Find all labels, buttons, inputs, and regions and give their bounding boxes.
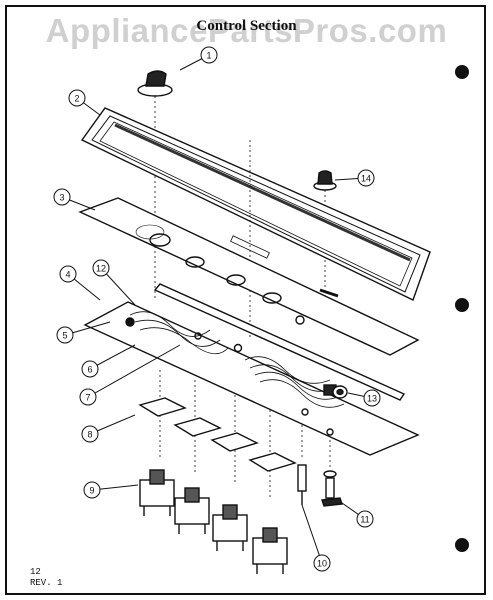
callout-bubble xyxy=(53,188,71,206)
callout-3: 3 xyxy=(53,188,96,211)
indicator-lamp xyxy=(321,470,343,507)
callout-bubble xyxy=(357,169,375,187)
callout-number: 7 xyxy=(85,393,90,403)
callout-4: 4 xyxy=(59,265,101,301)
callout-number: 6 xyxy=(87,365,92,375)
binder-holes xyxy=(455,65,469,552)
callout-bubble xyxy=(92,259,110,277)
callout-bubble xyxy=(68,89,86,107)
callout-12: 12 xyxy=(92,259,136,306)
watermark-text: AppliancePartsPros.com xyxy=(45,12,448,49)
callout-bubble xyxy=(313,554,331,572)
small-knob-part xyxy=(313,170,337,300)
callout-number: 13 xyxy=(367,394,377,404)
callout-bubble xyxy=(81,425,99,443)
overlay-panel xyxy=(78,197,420,356)
callout-bubble xyxy=(356,510,374,528)
callout-number: 2 xyxy=(74,94,79,104)
callout-number: 3 xyxy=(59,193,64,203)
callout-number: 9 xyxy=(89,486,94,496)
callout-number: 10 xyxy=(317,559,327,569)
callout-bubble xyxy=(81,360,99,378)
callout-number: 8 xyxy=(87,430,92,440)
rotary-switches xyxy=(139,469,288,574)
callout-bubble xyxy=(56,326,74,344)
revision-label: REV. 1 xyxy=(30,578,63,588)
connector-part xyxy=(297,464,307,505)
callout-bubble xyxy=(200,46,218,64)
callout-number: 14 xyxy=(361,174,371,184)
callout-number: 1 xyxy=(206,51,211,61)
callout-number: 5 xyxy=(62,331,67,341)
callout-number: 11 xyxy=(360,515,369,525)
callout-10: 10 xyxy=(301,504,331,572)
callout-number: 4 xyxy=(65,270,70,280)
spacer-pads xyxy=(138,397,297,472)
callout-13: 13 xyxy=(347,389,381,407)
callout-5: 5 xyxy=(56,321,111,344)
page-border xyxy=(5,5,486,595)
control-board xyxy=(83,283,420,456)
callout-6: 6 xyxy=(81,344,136,378)
callout-bubble xyxy=(363,389,381,407)
callout-9: 9 xyxy=(83,481,139,499)
callout-11: 11 xyxy=(341,502,374,528)
callout-bubble xyxy=(83,481,101,499)
callout-8: 8 xyxy=(81,414,136,443)
callout-leader xyxy=(301,504,323,564)
callout-leader xyxy=(87,344,181,398)
callout-2: 2 xyxy=(68,89,101,116)
callout-14: 14 xyxy=(334,169,375,187)
knob-part xyxy=(137,70,173,300)
callout-bubble xyxy=(59,265,77,283)
callout-bubble xyxy=(79,388,97,406)
page-number: 12 xyxy=(30,567,41,577)
callout-1: 1 xyxy=(179,46,218,71)
callout-7: 7 xyxy=(79,344,181,406)
diagram-title: Control Section xyxy=(196,18,297,34)
control-panel-frame xyxy=(80,107,431,301)
grommet-part xyxy=(332,385,348,399)
callout-number: 12 xyxy=(96,264,106,274)
